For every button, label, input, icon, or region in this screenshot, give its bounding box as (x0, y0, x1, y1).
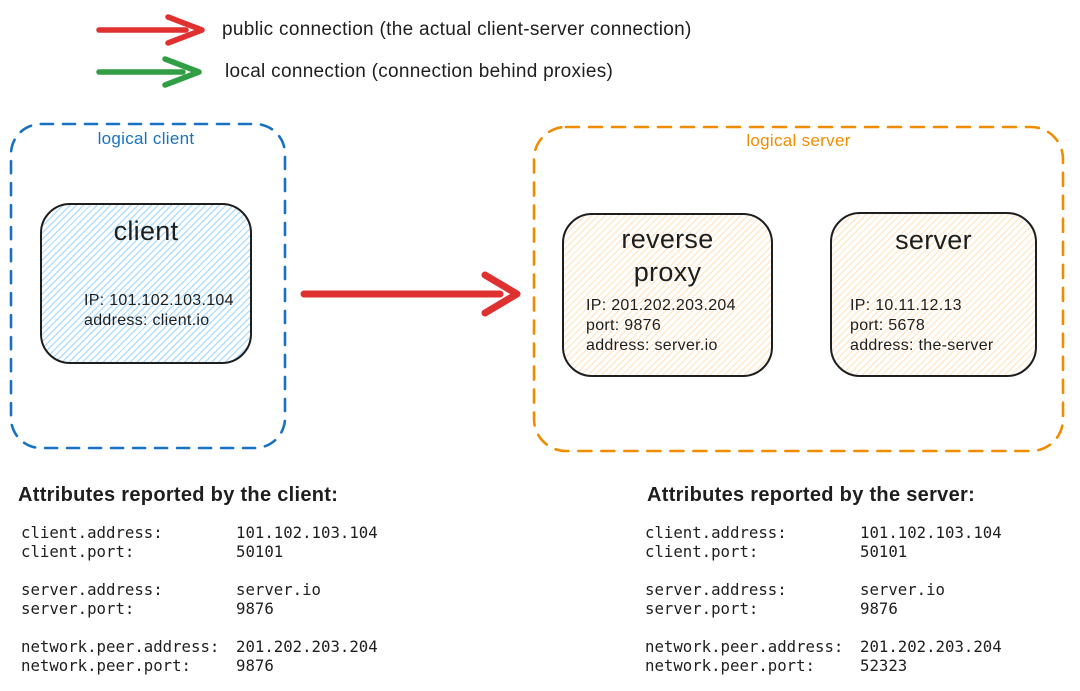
client-node-details: IP: 101.102.103.104 address: client.io (84, 291, 234, 330)
logical-server-dashed-box (532, 125, 1065, 453)
server-node-title: server (895, 225, 972, 255)
reverse-proxy-node-details: IP: 201.202.203.204 port: 9876 address: … (586, 296, 736, 356)
attr-row: network.peer.address:201.202.203.204 (21, 637, 378, 656)
attr-row: client.address:101.102.103.104 (21, 523, 378, 542)
server-node-details: IP: 10.11.12.13 port: 5678 address: the-… (850, 296, 994, 356)
reverse-proxy-ip: IP: 201.202.203.204 (586, 297, 736, 314)
client-node: client IP: 101.102.103.104 address: clie… (40, 203, 252, 364)
client-address: address: client.io (84, 311, 210, 329)
attr-row: network.peer.port:9876 (21, 656, 274, 675)
client-attr-group: network.peer.address:201.202.203.204 net… (21, 637, 378, 675)
attr-row: server.address:server.io (21, 580, 322, 599)
client-attributes-heading: Attributes reported by the client: (18, 484, 339, 506)
reverse-proxy-node: reverse proxy IP: 201.202.203.204 port: … (562, 213, 773, 377)
legend-local-connection-label: local connection (connection behind prox… (225, 61, 614, 82)
attr-row: client.port:50101 (21, 542, 284, 561)
client-attr-group: server.address:server.io server.port:987… (21, 580, 378, 618)
attr-row: server.port:9876 (645, 599, 898, 618)
reverse-proxy-port: port: 9876 (586, 317, 662, 334)
logical-client-label: logical client (97, 129, 195, 148)
server-node: server IP: 10.11.12.13 port: 5678 addres… (830, 212, 1037, 377)
public-connection-arrow-icon (96, 14, 205, 46)
logical-server-label: logical server (746, 131, 851, 150)
server-attributes-heading: Attributes reported by the server: (647, 484, 976, 506)
server-address: address: the-server (850, 337, 994, 354)
client-node-title: client (113, 216, 179, 246)
server-attr-group: server.address:server.io server.port:987… (645, 580, 1002, 618)
reverse-proxy-address: address: server.io (586, 337, 718, 354)
attr-row: client.address:101.102.103.104 (645, 523, 1002, 542)
local-connection-arrow-icon (96, 56, 202, 88)
public-connection-arrow (300, 271, 521, 317)
client-ip: IP: 101.102.103.104 (84, 292, 234, 309)
attr-row: client.port:50101 (645, 542, 908, 561)
client-attr-group: client.address:101.102.103.104 client.po… (21, 523, 378, 561)
legend-public-connection-label: public connection (the actual client-ser… (222, 19, 692, 40)
reverse-proxy-node-title: reverse proxy (621, 224, 714, 287)
attr-row: network.peer.port:52323 (645, 656, 908, 675)
server-attributes-block: client.address:101.102.103.104 client.po… (645, 523, 1002, 691)
attr-row: server.port:9876 (21, 599, 274, 618)
server-attr-group: network.peer.address:201.202.203.204 net… (645, 637, 1002, 675)
attr-row: server.address:server.io (645, 580, 946, 599)
server-port: port: 5678 (850, 317, 926, 334)
client-attributes-block: client.address:101.102.103.104 client.po… (21, 523, 378, 691)
server-attr-group: client.address:101.102.103.104 client.po… (645, 523, 1002, 561)
server-ip: IP: 10.11.12.13 (850, 297, 962, 314)
attr-row: network.peer.address:201.202.203.204 (645, 637, 1002, 656)
